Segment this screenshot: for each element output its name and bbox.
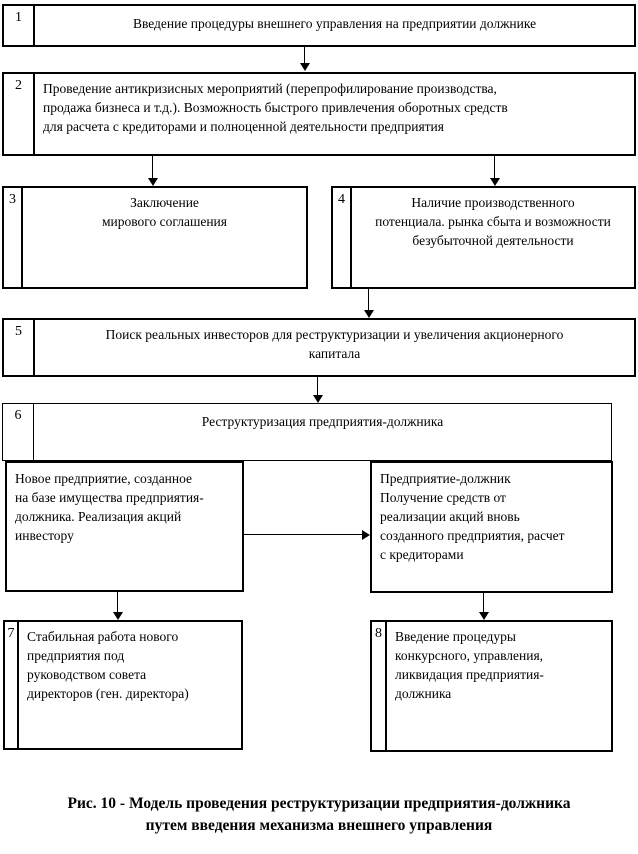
flow-box-2-text: Проведение антикризисных мероприятий (пе… [43,81,508,134]
flow-box-5-text: Поиск реальных инвесторов для реструктур… [105,327,564,361]
flow-box-8-number: 8 [372,622,387,750]
flow-box-6-number: 6 [3,404,34,460]
sub-box-debtor-enterprise-text: Предприятие-должник Получение средств от… [380,471,565,562]
arrow-subbox-left-to-right [244,530,370,540]
sub-box-new-enterprise-text: Новое предприятие, созданное на базе иму… [15,471,204,543]
flow-box-7-number: 7 [5,622,19,748]
arrow-box2-to-box3 [148,156,158,186]
flow-box-4-text: Наличие производственного потенциала. ры… [375,195,611,248]
flow-box-6-text: Реструктуризация предприятия-должника [201,414,444,429]
arrow-box4-to-box5 [364,289,374,318]
flow-box-4: 4 Наличие производственного потенциала. … [331,186,636,289]
flow-box-2: 2 Проведение антикризисных мероприятий (… [2,72,636,156]
arrow-box2-to-box4 [490,156,500,186]
flow-box-1: 1 Введение процедуры внешнего управления… [2,4,636,47]
flow-box-2-number: 2 [4,74,35,154]
flow-box-8-text: Введение процедуры конкурсного, управлен… [395,629,544,701]
flow-box-5: 5 Поиск реальных инвесторов для реструкт… [2,318,636,377]
sub-box-new-enterprise: Новое предприятие, созданное на базе иму… [5,461,244,592]
flow-box-4-number: 4 [333,188,352,287]
flow-box-3-number: 3 [4,188,23,287]
flow-box-3-text: Заключение мирового соглашения [102,195,227,229]
arrow-box5-to-box6 [313,377,323,403]
sub-box-debtor-enterprise: Предприятие-должник Получение средств от… [370,461,613,593]
flow-box-3: 3 Заключение мирового соглашения [2,186,308,289]
flow-box-1-text: Введение процедуры внешнего управления н… [132,16,537,31]
flow-box-6: 6 Реструктуризация предприятия-должника [2,403,612,461]
flow-box-5-number: 5 [4,320,35,375]
flow-box-8: 8 Введение процедуры конкурсного, управл… [370,620,613,752]
flow-box-7-text: Стабильная работа нового предприятия под… [27,629,189,701]
flow-box-1-number: 1 [4,6,35,45]
arrow-subbox-to-box8 [479,593,489,620]
arrow-box1-to-box2 [300,47,310,71]
figure-caption: Рис. 10 - Модель проведения реструктуриз… [67,795,571,834]
flow-box-7: 7 Стабильная работа нового предприятия п… [3,620,243,750]
arrow-subbox-to-box7 [113,592,123,620]
